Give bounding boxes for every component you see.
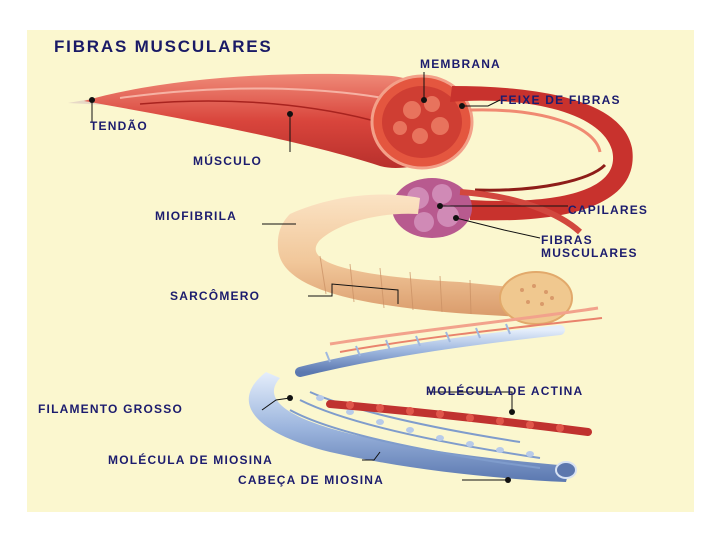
label-cabeca-miosina: CABEÇA DE MIOSINA xyxy=(238,473,384,487)
label-molecula-miosina: MOLÉCULA DE MIOSINA xyxy=(108,453,274,467)
muscle-body xyxy=(84,73,454,169)
leader-fibras xyxy=(455,217,541,239)
leader-actina xyxy=(428,391,513,412)
label-fibras: FIBRAS xyxy=(541,233,593,247)
label-miofibrila: MIOFIBRILA xyxy=(155,209,237,223)
thick-filament xyxy=(248,372,571,482)
label-filamento-grosso: FILAMENTO GROSSO xyxy=(38,402,183,416)
label-musculares: MUSCULARES xyxy=(541,246,638,260)
label-feixe-de-fibras: FEIXE DE FIBRAS xyxy=(500,93,621,107)
diagram-title: FIBRAS MUSCULARES xyxy=(54,37,273,56)
thin-filament-upper xyxy=(295,325,565,377)
label-capilares: CAPILARES xyxy=(568,203,649,217)
myofibril-end xyxy=(499,271,573,325)
label-tendao: TENDÃO xyxy=(90,119,148,133)
label-membrana: MEMBRANA xyxy=(420,57,501,71)
fascicle-bundle xyxy=(450,86,633,221)
leader-filamento xyxy=(261,397,291,411)
leader-miosina xyxy=(362,451,381,461)
label-molecula-actina: MOLÉCULA DE ACTINA xyxy=(426,384,584,398)
leader-sarcomero xyxy=(308,283,399,304)
thick-filament-end xyxy=(555,461,577,479)
leader-feixe xyxy=(462,99,501,107)
actin-strand xyxy=(326,400,592,436)
label-musculo: MÚSCULO xyxy=(193,154,263,168)
myofibril xyxy=(277,194,548,318)
label-sarcomero: SARCÔMERO xyxy=(170,289,261,303)
